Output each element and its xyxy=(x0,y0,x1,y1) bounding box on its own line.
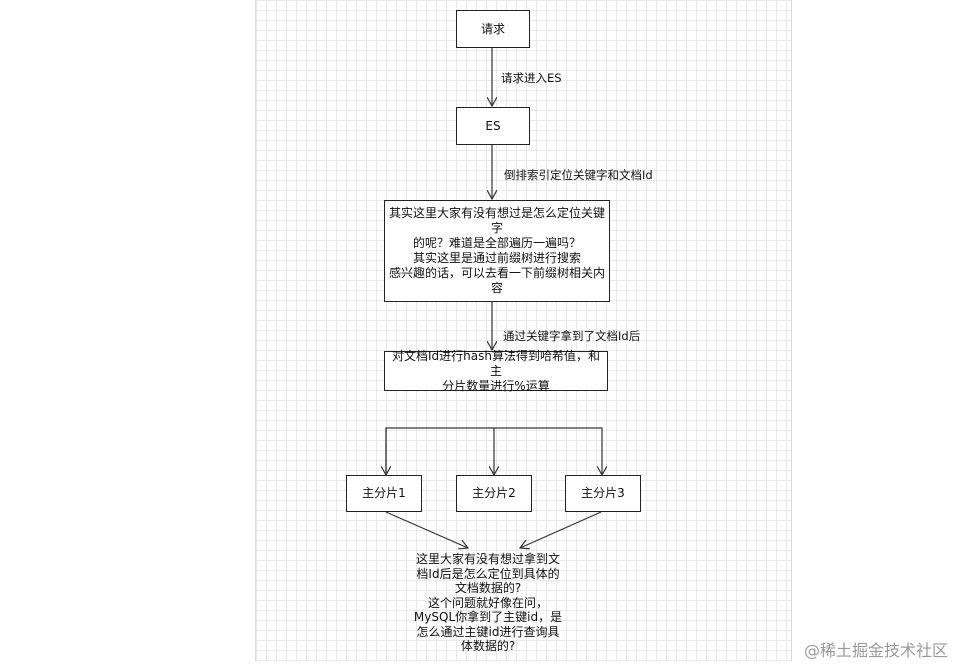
node-question: 其实这里大家有没有想过是怎么定位关键字 的呢？难道是全部遍历一遍吗？ 其实这里是… xyxy=(384,200,610,302)
node-request: 请求 xyxy=(456,10,530,48)
watermark: @稀土掘金技术社区 xyxy=(803,641,948,660)
arrow-shard1-to-note xyxy=(385,511,468,548)
node-shard1: 主分片1 xyxy=(346,475,422,512)
note-text: 这里大家有没有想过拿到文 档Id后是怎么定位到具体的 文档数据的? 这个问题就好… xyxy=(413,552,563,653)
edge-label-request-to-es: 请求进入ES xyxy=(501,71,562,85)
edge-label-es-to-question: 倒排索引定位关键字和文档Id xyxy=(504,168,653,182)
node-shard2: 主分片2 xyxy=(456,475,532,512)
edge-label-question-to-hash: 通过关键字拿到了文档Id后 xyxy=(503,329,641,343)
arrow-shard3-to-note xyxy=(520,511,602,548)
node-shard3: 主分片3 xyxy=(565,475,641,512)
node-hash: 对文档Id进行hash算法得到哈希值，和主 分片数量进行%运算 xyxy=(384,349,608,393)
node-es: ES xyxy=(456,107,530,145)
